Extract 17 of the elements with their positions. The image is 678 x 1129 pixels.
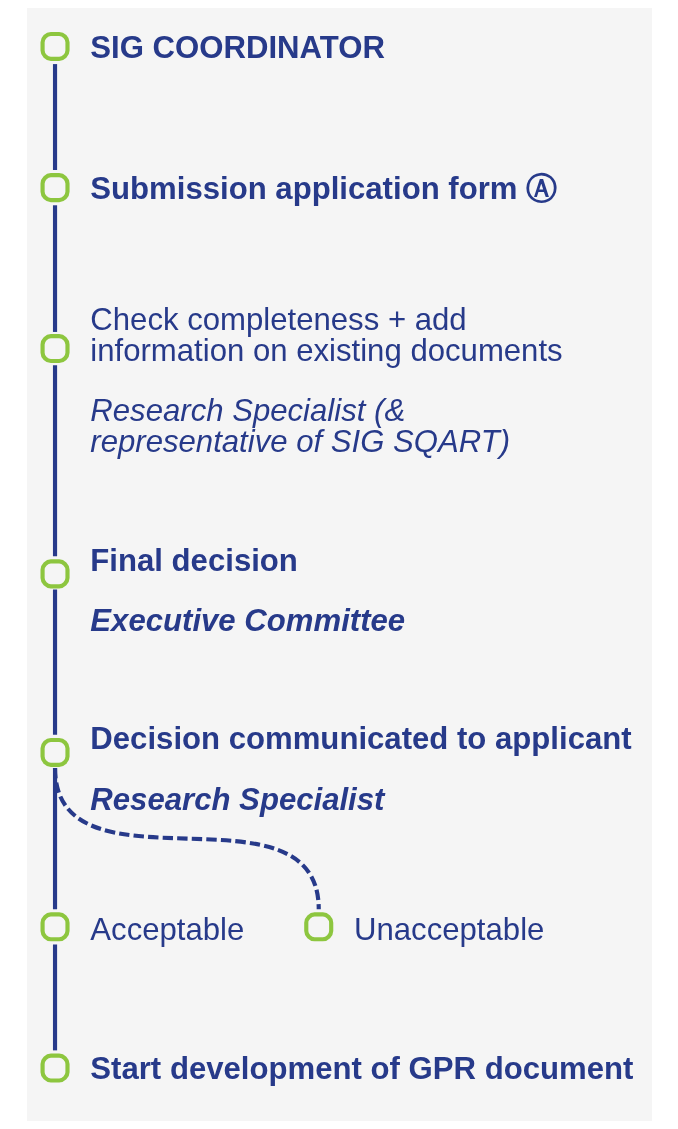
connector <box>52 205 57 332</box>
node-label: Submission application form Ⓐ <box>89 171 557 207</box>
node-label: Acceptable <box>89 912 244 948</box>
node-label: Executive Committee <box>89 602 405 638</box>
node-label: Unacceptable <box>353 912 544 948</box>
connector <box>52 589 57 735</box>
connector <box>52 767 321 910</box>
node-label: Decision communicated to applicant <box>89 721 632 757</box>
node-label: Final decision <box>89 542 298 578</box>
connector <box>52 944 57 1051</box>
connector <box>52 365 57 557</box>
node-label: Start development of GPR document <box>89 1051 633 1087</box>
node-label: Research Specialist (& representative of SIG SQART) <box>89 393 510 460</box>
node-label: Research Specialist <box>89 781 384 817</box>
node-label: SIG COORDINATOR <box>89 29 385 65</box>
connector <box>52 64 57 170</box>
node-label: Check completeness + add information on existing documents <box>89 301 563 369</box>
